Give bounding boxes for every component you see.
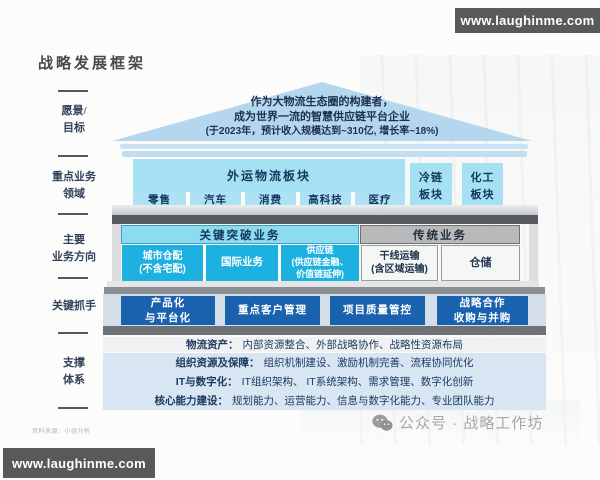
rail-label-support: 支撑 体系 [63,357,85,386]
vision-line-2: 成为世界一流的智慧供应链平台企业 [234,110,410,123]
support-row-core-capabilities: 核心能力建设： 规划能力、运营能力、信息与数字化能力、专业团队能力 [103,391,546,410]
right-wall [529,224,538,287]
box-urban-warehousing: 城市仓配 (不含宅配) [122,245,203,281]
rail-label-directions: 主要 业务方向 [52,234,96,263]
vertical-retail: 零售 [133,192,186,206]
source-note: 资料来源：小组分析 [32,429,91,435]
header-traditional-business: 传统业务 [360,225,520,244]
vision-statement: 作为大物流生态圈的构建者， 成为世界一流的智慧供应链平台企业 (于2023年，预… [142,95,502,139]
support-content: 组织机制建设、激励机制完善、流程协同优化 [263,357,474,369]
watermark-top: www.laughinme.com [455,8,600,33]
rail-label-domains: 重点业务 领域 [52,171,96,200]
lever-key-accounts: 重点客户管理 [225,296,320,325]
left-wall [112,224,121,287]
rail-label-levers: 关键抓手 [52,300,96,312]
lever-productization: 产品化 与平台化 [121,296,215,325]
header-breakthrough-business: 关键突破业务 [121,225,359,244]
support-content: IT组织架构、 IT系统架构、需求管理、数字化创新 [241,376,474,388]
box-trunk-transport: 干线运输 (含区域运输) [361,245,438,281]
rail-divider [58,277,88,279]
domain-logistics-block: 外运物流板块 [133,159,405,192]
box-supply-chain: 供应链 (供应链金融、 价值链延伸) [281,245,359,281]
vision-line-3: (于2023年，预计收入规模达到~310亿, 增长率~18%) [205,125,439,137]
support-label: 物流资产： [186,339,239,351]
roof-band [122,151,527,157]
rail-divider [58,90,88,92]
support-content: 规划能力、运营能力、信息与数字化能力、专业团队能力 [232,395,495,407]
box-international-business: 国际业务 [206,245,278,281]
rail-divider [58,407,88,409]
platform-ledge [112,205,538,215]
vision-line-1: 作为大物流生态圈的构建者， [250,96,394,108]
support-row-organization: 组织资源及保障： 组织机制建设、激励机制完善、流程协同优化 [103,353,546,372]
page-title: 战略发展框架 [38,56,147,72]
wechat-account: 公众号 · 战略工作坊 [372,412,543,433]
wechat-icon [372,414,393,432]
support-row-it-digital: IT与数字化： IT组织架构、 IT系统架构、需求管理、数字化创新 [103,372,546,391]
support-label: 组织资源及保障： [175,357,260,369]
vertical-hightech: 高科技 [300,192,351,206]
support-block: 组织资源及保障： 组织机制建设、激励机制完善、流程协同优化 IT与数字化： IT… [103,353,546,410]
support-label: 核心能力建设： [154,395,229,407]
roof-band [120,144,528,149]
support-label: IT与数字化： [175,376,238,388]
domain-chemical-block: 化工 板块 [462,163,503,210]
support-row-logistics-assets: 物流资产： 内部资源整合、外部战略协作、战略性资源布局 [103,337,546,352]
ledge-strip [107,281,539,287]
rail-divider [58,332,88,334]
rail-divider [58,213,88,215]
lever-ma-partnership: 战略合作 收购与并购 [437,296,528,325]
rail-label-vision: 愿景/ 目标 [61,105,87,134]
platform-bar [104,287,545,294]
box-warehousing: 仓储 [441,245,520,281]
platform-bar [103,326,546,335]
vertical-medical: 医疗 [355,192,405,206]
lever-project-quality: 项目质量管控 [330,296,425,325]
watermark-bottom: www.laughinme.com [3,448,155,478]
vertical-automotive: 汽车 [190,192,241,206]
rail-divider [58,155,88,157]
platform-bar [112,215,538,224]
domain-coldchain-block: 冷链 板块 [410,163,452,210]
support-content: 内部资源整合、外部战略协作、战略性资源布局 [242,339,464,351]
wechat-account-name: 公众号 · 战略工作坊 [399,415,544,432]
vertical-consumer: 消费 [245,192,296,206]
